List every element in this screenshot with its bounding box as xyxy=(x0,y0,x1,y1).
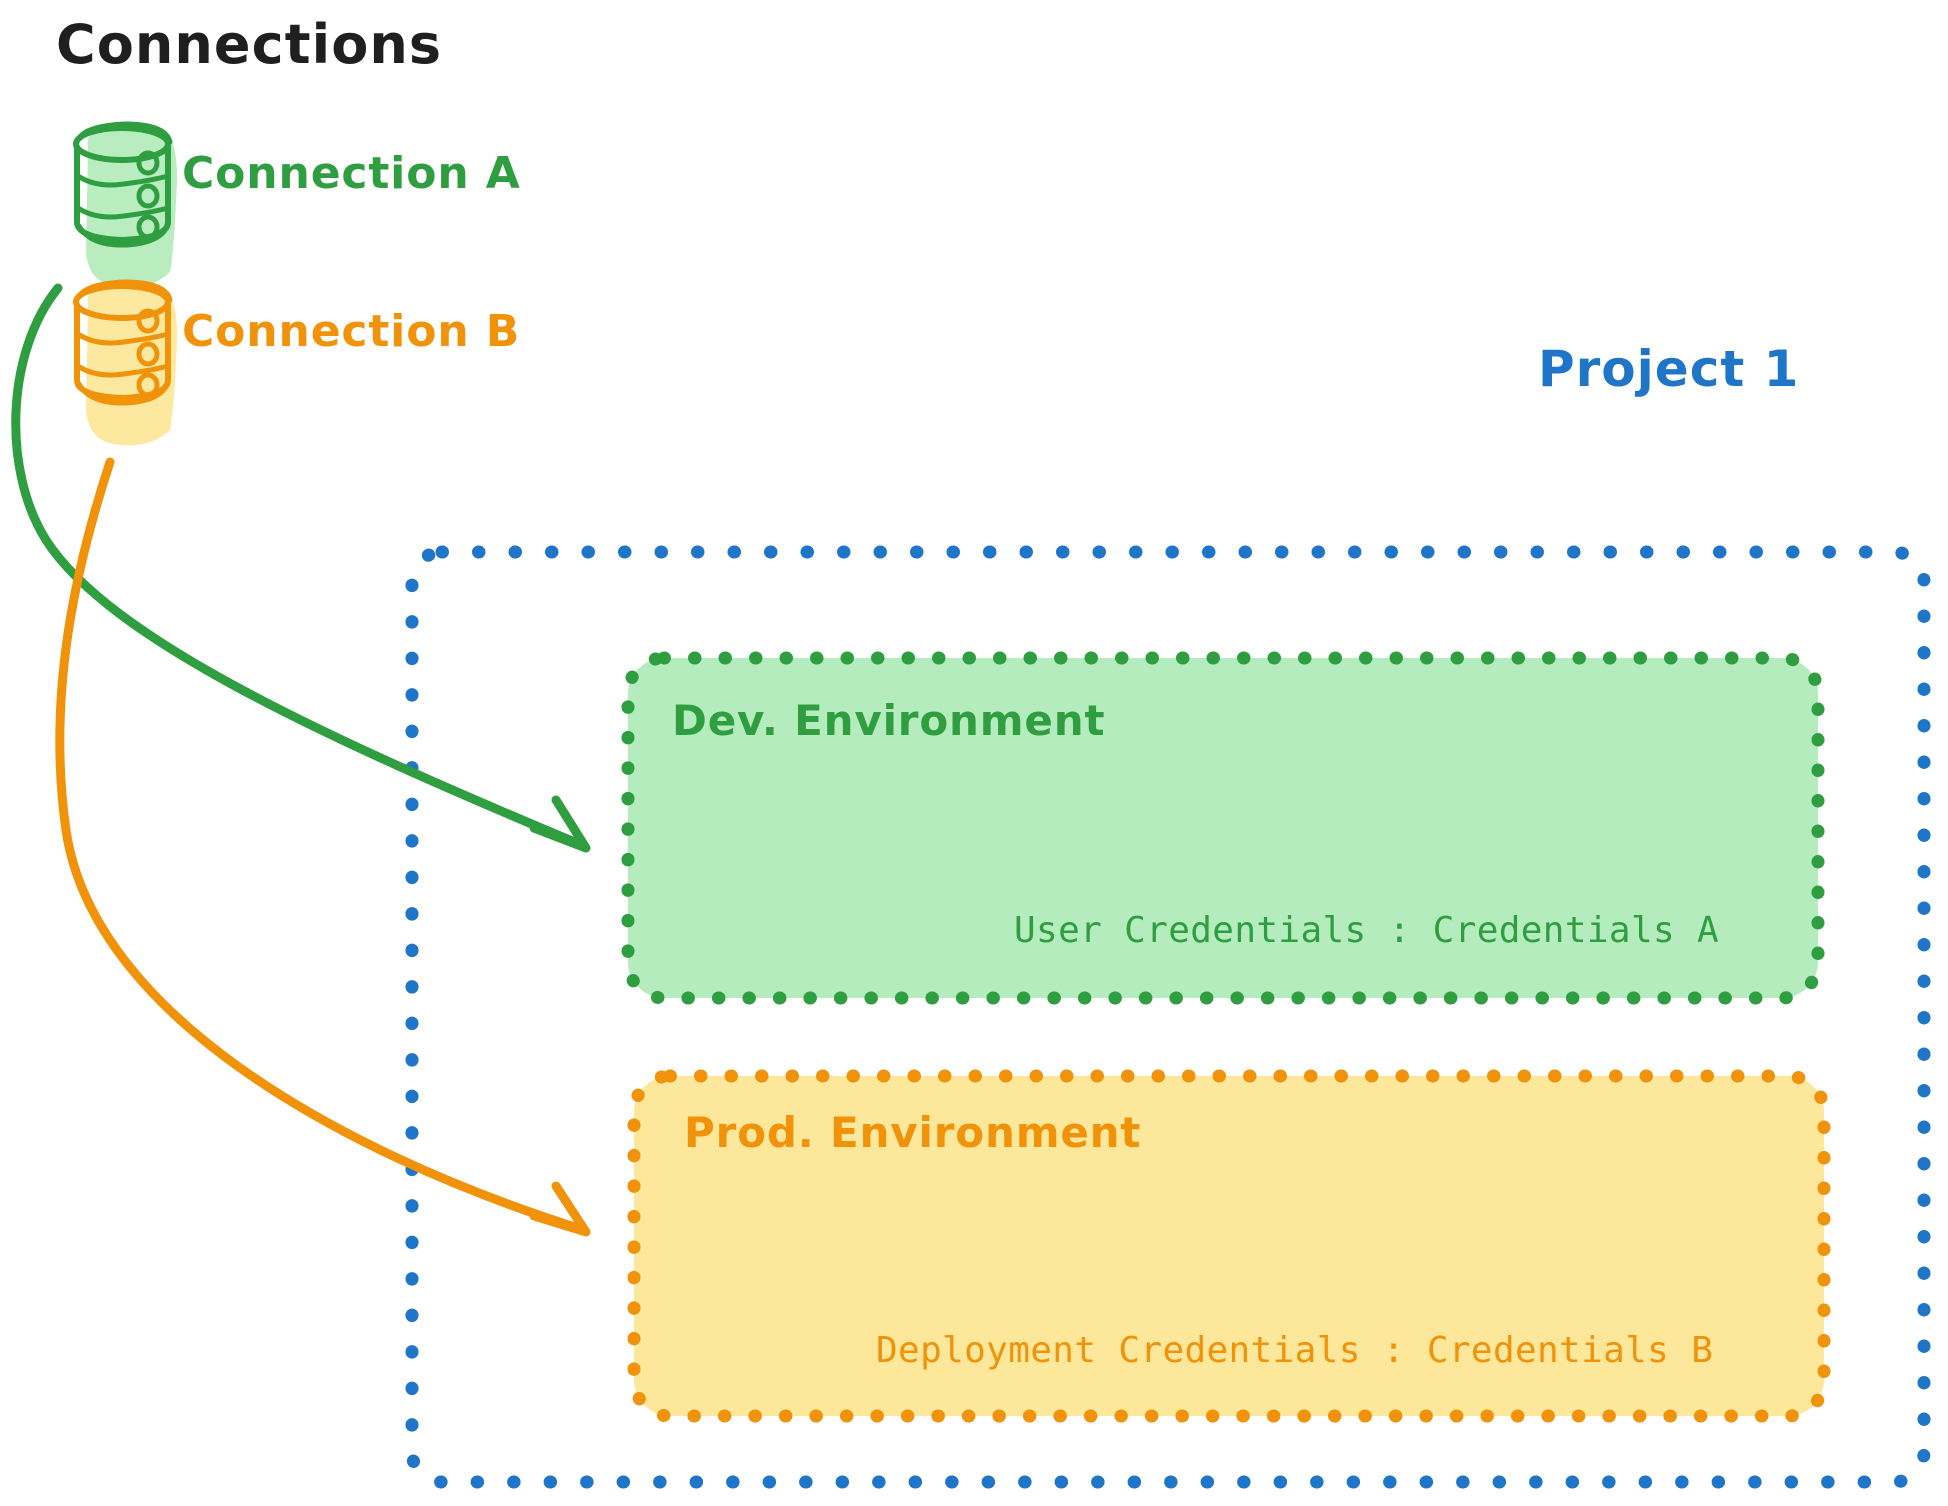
cylinder-a-fill xyxy=(86,122,177,288)
prod-environment-credentials: Deployment Credentials : Credentials B xyxy=(876,1330,1714,1371)
database-cylinder-icon-a[interactable] xyxy=(73,121,177,288)
connection-b-arrow-path xyxy=(55,457,589,1235)
prod-environment-title: Prod. Environment xyxy=(684,1108,1142,1157)
connection-b-arrowhead xyxy=(529,1181,591,1237)
cylinder-b-bottom xyxy=(76,379,171,406)
dev-environment-credentials: User Credentials : Credentials A xyxy=(1014,910,1720,951)
dev-environment-dotted-border xyxy=(621,651,1825,1005)
cylinder-a-led-3 xyxy=(136,214,160,240)
dev-environment-box[interactable] xyxy=(621,651,1825,1005)
prod-environment-fill xyxy=(634,1076,1824,1416)
dev-environment-fill xyxy=(628,658,1818,998)
cylinder-b-led-1 xyxy=(136,308,160,334)
cylinder-b-top-sketch xyxy=(75,279,173,303)
cylinder-a-ridge-1 xyxy=(75,173,171,188)
database-cylinder-icon-b[interactable] xyxy=(73,279,177,446)
connection-b-label[interactable]: Connection B xyxy=(182,306,521,357)
cylinder-b-ridge-2 xyxy=(75,363,171,378)
cylinder-b-top xyxy=(73,283,171,321)
cylinder-b-led-3 xyxy=(136,372,160,398)
cylinder-a-bottom xyxy=(76,221,171,248)
project-title: Project 1 xyxy=(1538,340,1800,398)
cylinder-a-led-2 xyxy=(136,183,160,209)
cylinder-b-led-2 xyxy=(136,341,160,367)
cylinder-b-ridge-1 xyxy=(75,331,171,346)
cylinder-b-fill xyxy=(86,280,177,446)
prod-environment-box[interactable] xyxy=(627,1069,1831,1423)
connection-b-to-prod-arrow xyxy=(55,457,591,1237)
cylinder-a-ridge-2 xyxy=(75,205,171,220)
connection-a-label[interactable]: Connection A xyxy=(182,148,521,199)
page-title: Connections xyxy=(56,13,443,76)
dev-environment-title: Dev. Environment xyxy=(672,696,1106,745)
prod-environment-dotted-border xyxy=(627,1069,1831,1423)
project-container[interactable] xyxy=(405,545,1931,1489)
cylinder-a-led-1 xyxy=(136,150,160,176)
cylinder-a-top-sketch xyxy=(75,121,173,145)
cylinder-a-top xyxy=(73,125,171,163)
connection-a-arrowhead xyxy=(529,795,591,853)
project-dotted-border xyxy=(405,545,1931,1489)
